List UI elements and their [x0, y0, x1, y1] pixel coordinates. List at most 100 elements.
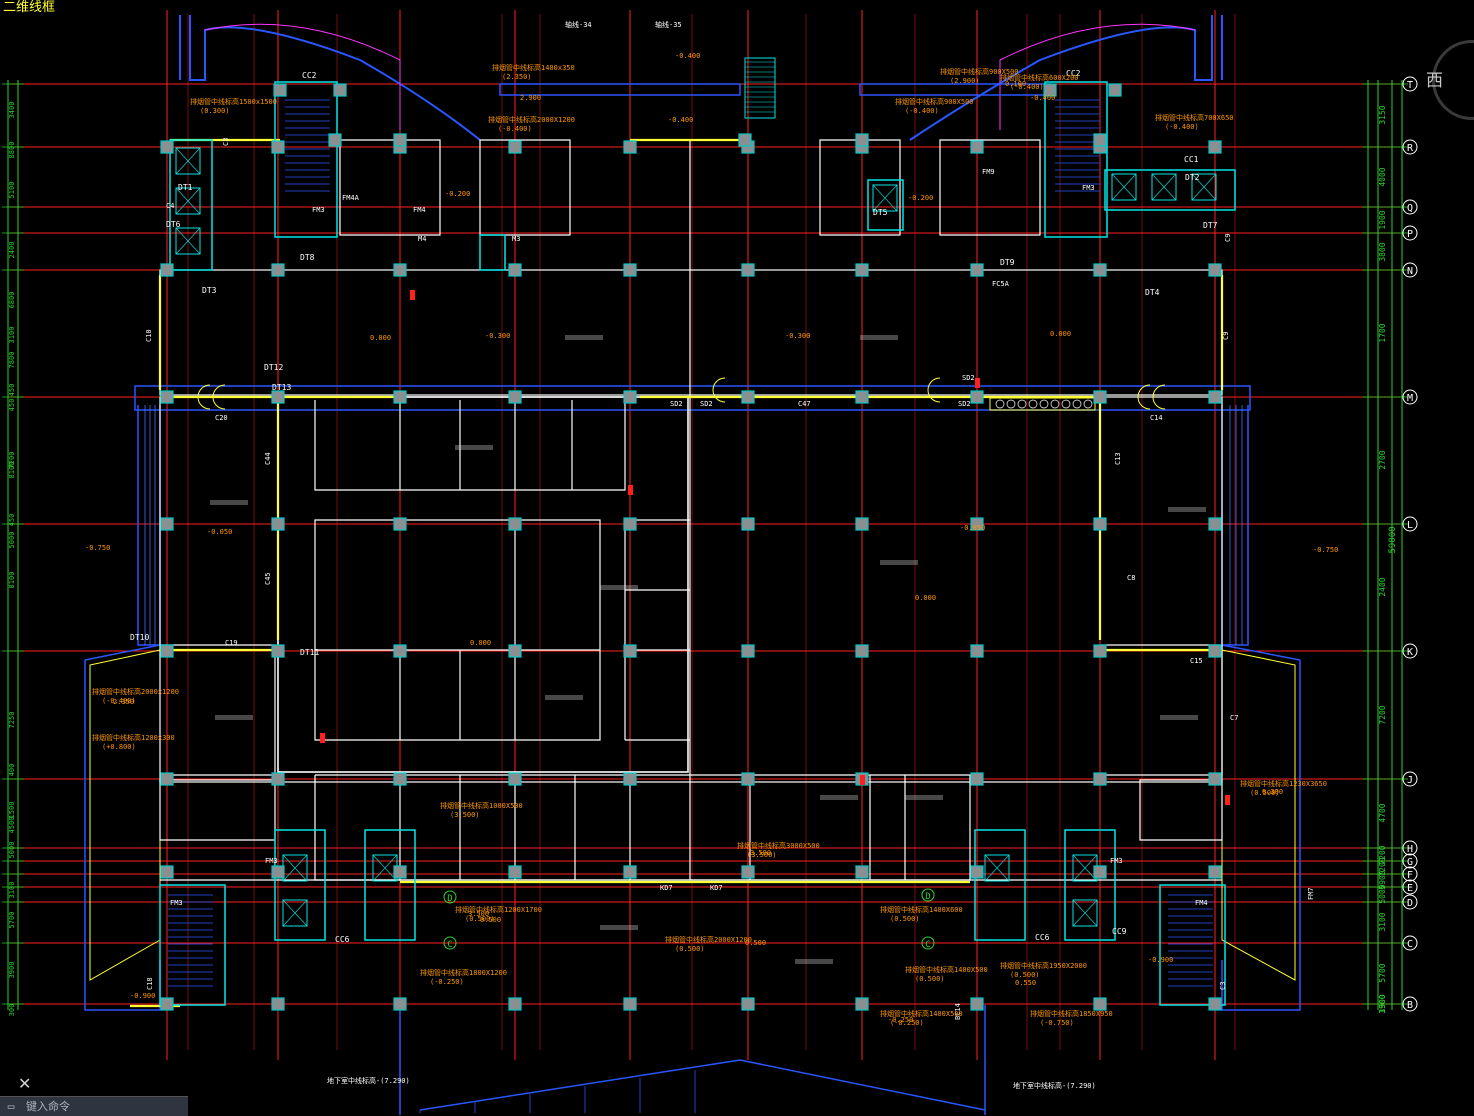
elevator-shaft [175, 187, 201, 215]
dimension-text: 2400 [8, 242, 16, 259]
dimension-text: 5000 [8, 532, 16, 549]
structural-column [271, 772, 285, 786]
door-swing [1137, 384, 1151, 398]
window-label: C7 [1230, 714, 1238, 722]
door-label: FM3 [1110, 857, 1123, 865]
structural-column [393, 517, 407, 531]
structural-column [623, 390, 637, 404]
door-label: FM3 [312, 206, 325, 214]
local-axis-bubble [443, 936, 457, 950]
door-swing [1137, 396, 1151, 410]
structural-column [273, 83, 287, 97]
command-input[interactable] [22, 1098, 188, 1115]
stair-label: CC1 [1184, 155, 1199, 164]
duct-note-elevation: (2.900) [950, 77, 980, 85]
north-office-partitions [314, 400, 626, 491]
structural-column [970, 865, 984, 879]
axis-bubble [1402, 139, 1418, 155]
service-core [1159, 884, 1226, 1006]
dimension-text: 3900 [1378, 994, 1387, 1013]
service-cores [159, 81, 1236, 1006]
axis-bubble [1402, 771, 1418, 787]
service-core [364, 829, 416, 941]
structural-column [160, 140, 174, 154]
axis-label: R [1407, 143, 1414, 154]
terminal-icon[interactable]: ▭ [7, 1100, 15, 1113]
duct-note: 排烟管中线标高1400X500 [905, 965, 988, 974]
door-label: SD2 [958, 400, 971, 408]
elevation-mark: 0.000 [470, 639, 491, 647]
revolving-door-unit [1050, 399, 1060, 409]
elevator-label: DT9 [1000, 258, 1015, 267]
structural-column [1093, 865, 1107, 879]
room-label-placeholder [860, 335, 898, 340]
elevation-mark: 2.350 [113, 698, 134, 706]
axis-bubble [1402, 516, 1418, 532]
elevator-label: DT7 [1203, 221, 1218, 230]
dimension-text: 5100 [8, 182, 16, 199]
structural-column [508, 997, 522, 1011]
duct-note-elevation: (0.500) [675, 945, 705, 953]
structural-column [271, 865, 285, 879]
compass-direction-label[interactable]: 西 [1426, 71, 1443, 91]
service-core [1064, 829, 1116, 941]
door-marker [975, 378, 980, 388]
room-label-placeholder [545, 695, 583, 700]
elevator-cross [282, 899, 308, 927]
revolving-door-bank [989, 397, 1096, 411]
door-swing [197, 384, 211, 398]
dimension-text: 7200 [1378, 857, 1387, 876]
window-label: C15 [1190, 657, 1203, 665]
local-axis-label: C [925, 940, 930, 950]
southeast-wing-glazing [1221, 649, 1296, 981]
elevation-mark: -0.900 [130, 992, 155, 1000]
structural-column [160, 263, 174, 277]
axis-label: L [1407, 520, 1413, 531]
structural-column [970, 517, 984, 531]
duct-note: 排烟管中线标高1400X600 [880, 905, 963, 914]
structural-column [508, 644, 522, 658]
duct-note: 排烟管中线标高600X200 [1000, 73, 1079, 82]
duct-note-elevation: (0.500) [465, 915, 495, 923]
stair-label: CC2 [1066, 69, 1081, 78]
axis-bubble [1402, 866, 1418, 882]
close-icon[interactable]: ✕ [18, 1074, 32, 1093]
duct-note-elevation: (-0.400) [1165, 123, 1199, 131]
duct-note-elevation: (0.500) [890, 915, 920, 923]
elevation-mark: 0.500 [480, 916, 501, 924]
elevator-cross [1191, 173, 1217, 201]
local-axis-bubble [921, 888, 935, 902]
elevator-shaft [282, 899, 308, 927]
command-line: ▭ [0, 1096, 188, 1116]
structural-column [160, 865, 174, 879]
dimension-text: 3100 [8, 327, 16, 344]
dimension-text: 450 [8, 514, 16, 527]
structural-column [623, 517, 637, 531]
wing-office-walls [160, 644, 1223, 776]
door-marker [320, 733, 325, 743]
door-swing [927, 389, 941, 403]
structural-column [508, 140, 522, 154]
duct-note-elevation: (-0.250) [430, 978, 464, 986]
elevation-mark: -0.050 [960, 524, 985, 532]
revolving-door-unit [1006, 399, 1016, 409]
elevator-shaft [175, 227, 201, 255]
viewport-style-label[interactable]: 二维线框 [3, 0, 56, 15]
structural-column [855, 517, 869, 531]
structural-column [1208, 517, 1222, 531]
duct-note-elevation: (0.500) [1010, 971, 1040, 979]
window-label: C14 [1150, 414, 1163, 422]
axis-label: F [1407, 870, 1413, 881]
service-core [867, 179, 904, 231]
upper-terrace-band [134, 385, 1251, 411]
structural-column [855, 263, 869, 277]
structural-column [855, 997, 869, 1011]
duct-note: 排烟管中线标高1400X500 [880, 1009, 963, 1018]
door-label: FM3 [265, 857, 278, 865]
axis-label: M [1407, 393, 1413, 404]
duct-note: 排烟管中线标高700X650 [1155, 113, 1234, 122]
duct-note-elevation: (+0.800) [102, 743, 136, 751]
structural-column [855, 133, 869, 147]
elevation-mark: -0.300 [785, 332, 810, 340]
